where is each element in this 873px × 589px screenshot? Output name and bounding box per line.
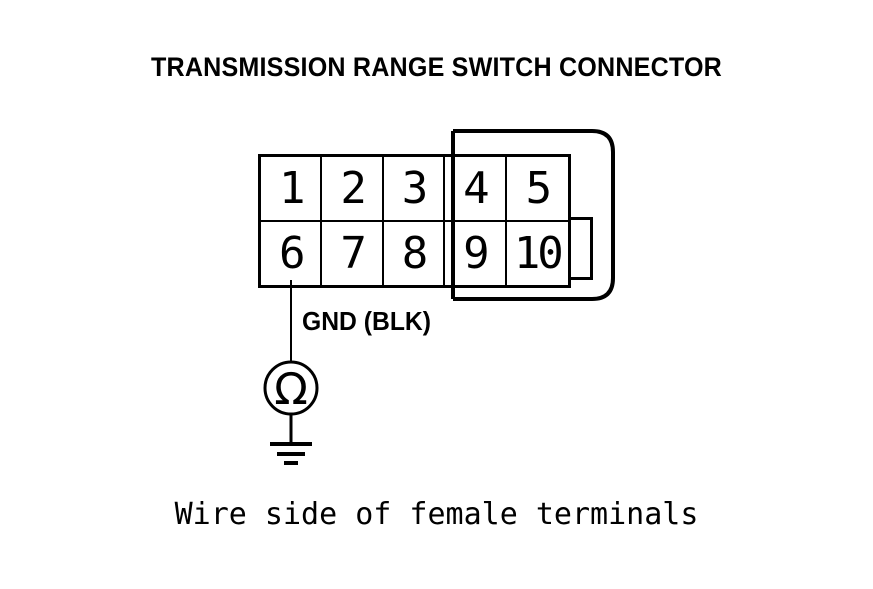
pin-grid: 1 2 3 4 5 6 7 8 9 10 [258,154,571,288]
omega-icon: Ω [274,364,308,415]
pin-cell-1[interactable]: 1 [261,157,323,220]
diagram-caption: Wire side of female terminals [174,497,699,532]
pin-cell-4[interactable]: 4 [445,157,507,220]
ground-wire-label: GND (BLK) [302,306,431,336]
pin-cell-3[interactable]: 3 [384,157,446,220]
pin-cell-8[interactable]: 8 [384,222,446,285]
pin-cell-10[interactable]: 10 [513,227,564,279]
ground-wire [290,280,292,361]
pin-cell-7[interactable]: 7 [322,222,384,285]
empty-compartment-cell [568,217,593,280]
connector-shell-outline [451,129,615,301]
page-title: TRANSMISSION RANGE SWITCH CONNECTOR [150,52,723,82]
ohmmeter-with-ground: Ω [263,360,319,465]
pin-cell-2[interactable]: 2 [322,157,384,220]
pin-row-top: 1 2 3 4 5 [261,157,568,222]
pin-cell-6[interactable]: 6 [261,222,323,285]
pin-cell-5[interactable]: 5 [525,162,553,214]
pin-row-bottom: 6 7 8 9 10 [261,222,568,285]
pin-cell-9[interactable]: 9 [445,222,507,285]
